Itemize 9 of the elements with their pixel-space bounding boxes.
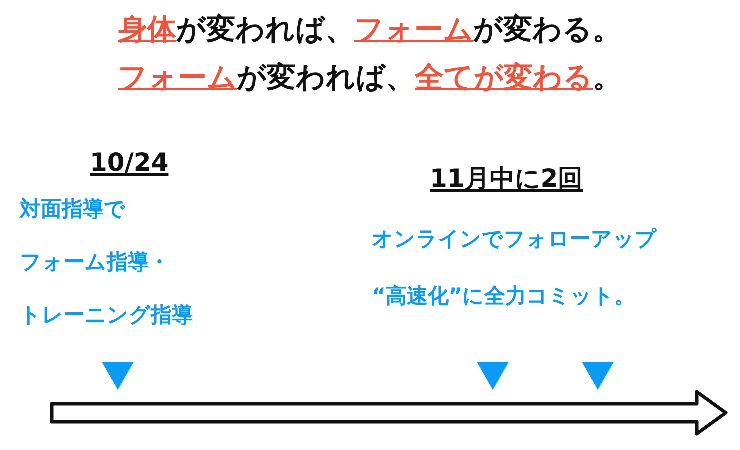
description-text: 対面指導で (20, 196, 126, 223)
description-text: オンラインでフォローアップ (372, 226, 657, 253)
description-text: “高速化”に全力コミット。 (372, 283, 636, 310)
headline: フォームが変われば、全てが変わる。 (117, 59, 623, 96)
headline: 身体が変われば、フォームが変わる。 (117, 11, 622, 48)
date-heading: 10/24 (90, 148, 169, 177)
description-text: トレーニング指導 (20, 302, 193, 329)
date-heading: 11月中に2回 (430, 163, 584, 195)
description-text: フォーム指導・ (20, 249, 170, 276)
